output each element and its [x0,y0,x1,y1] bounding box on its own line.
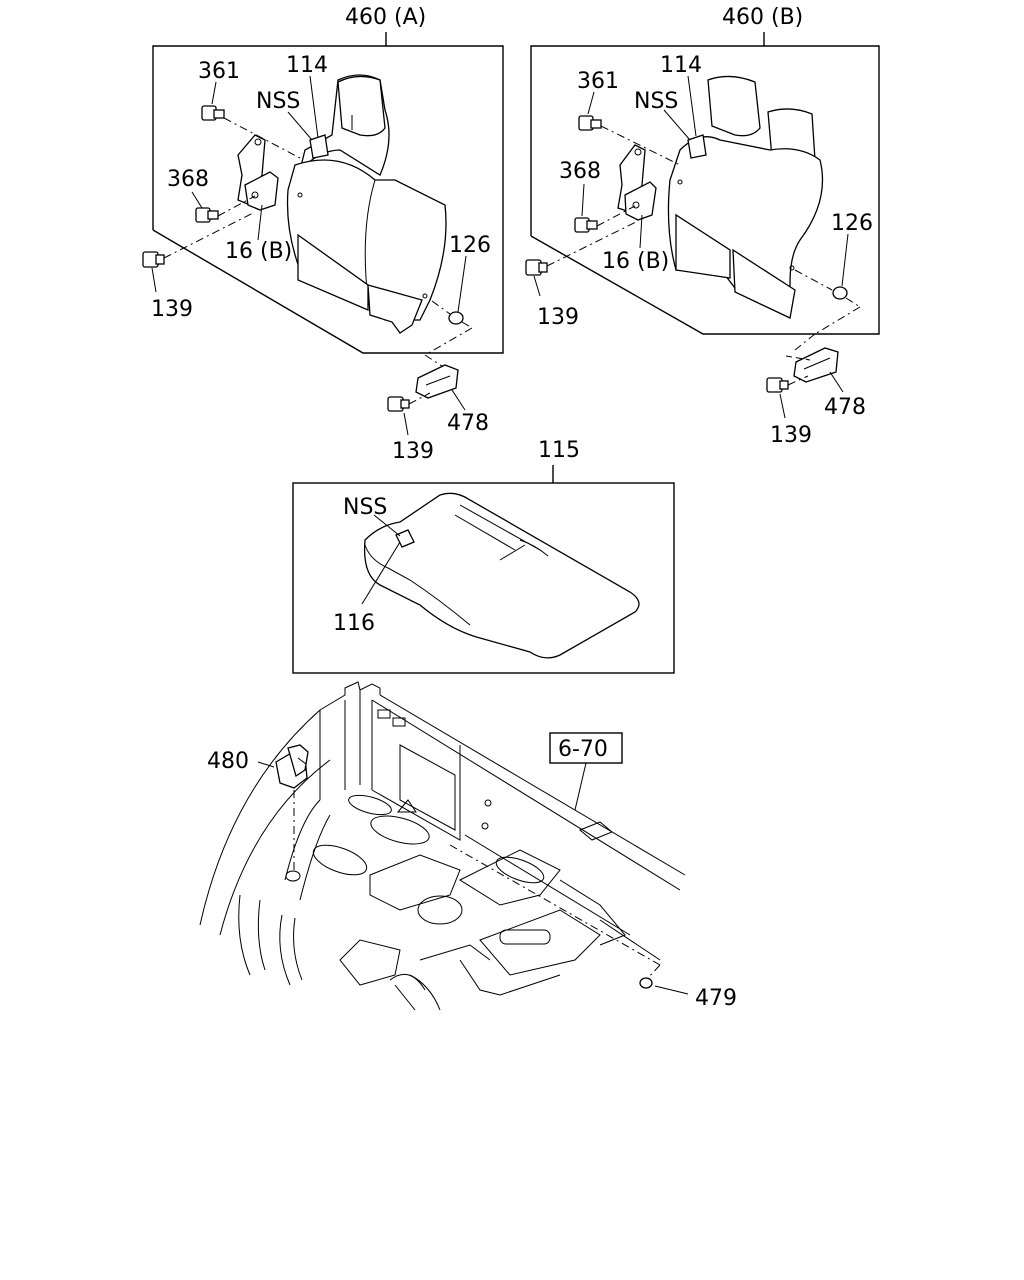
label-16b-b: 16 (B) [602,249,669,274]
label-139-a-lower: 139 [392,439,434,464]
bolt-361-a [201,105,225,121]
hinge-bracket-b [617,144,657,221]
bolt-368-b [574,217,598,233]
floor-panel [199,681,686,1011]
label-460b: 460 (B) [722,5,803,30]
bolt-139-b [525,259,548,276]
label-16b-a: 16 (B) [225,239,292,264]
label-nss-cushion: NSS [343,495,387,520]
hinge-bracket-a [237,134,279,211]
bolt-139-a [142,251,165,268]
bolt-361-b [578,115,602,131]
cushion-frame [292,482,675,674]
label-479: 479 [695,986,737,1011]
label-114-b: 114 [660,53,702,78]
label-nss-b: NSS [634,89,678,114]
plug-479 [639,977,653,989]
assembly-b-frame [530,45,880,335]
label-116: 116 [333,611,375,636]
assembly-a-frame [152,45,504,354]
label-6-70: 6-70 [558,737,608,762]
label-nss-a: NSS [256,89,300,114]
seatback-assembly-a: 460 (A) [142,5,504,369]
label-361-b: 361 [577,69,619,94]
label-368-b: 368 [559,159,601,184]
label-368-a: 368 [167,167,209,192]
seat-cushion-body [363,492,640,659]
seatback-assembly-b: 460 (B) [525,5,880,351]
grommet-126-b [832,286,848,300]
label-460a: 460 (A) [345,5,426,30]
label-361-a: 361 [198,59,240,84]
tag-116 [395,529,415,548]
label-139-b-lower: 139 [770,423,812,448]
label-126-b: 126 [831,211,873,236]
seatback-b-body [667,75,824,319]
label-114-a: 114 [286,53,328,78]
clip-480 [275,744,309,789]
label-139-a: 139 [151,297,193,322]
label-126-a: 126 [449,233,491,258]
bracket-478-a: 478 139 [387,364,489,464]
grommet-126-a [448,311,464,325]
seatback-a-body [286,74,447,334]
bolt-139-b-lower [766,377,789,393]
floor-assembly: 6-70 [199,681,737,1011]
label-478-b: 478 [824,395,866,420]
bolt-368-a [195,207,219,223]
tag-114-b [687,134,707,159]
label-139-b: 139 [537,305,579,330]
seat-cushion-assembly: 115 NSS 116 [292,438,675,674]
label-478-a: 478 [447,411,489,436]
label-115: 115 [538,438,580,463]
bracket-478-b: 478 139 [766,347,866,448]
label-480: 480 [207,749,249,774]
tag-114-a [309,134,329,159]
bolt-139-a-lower [387,396,410,412]
